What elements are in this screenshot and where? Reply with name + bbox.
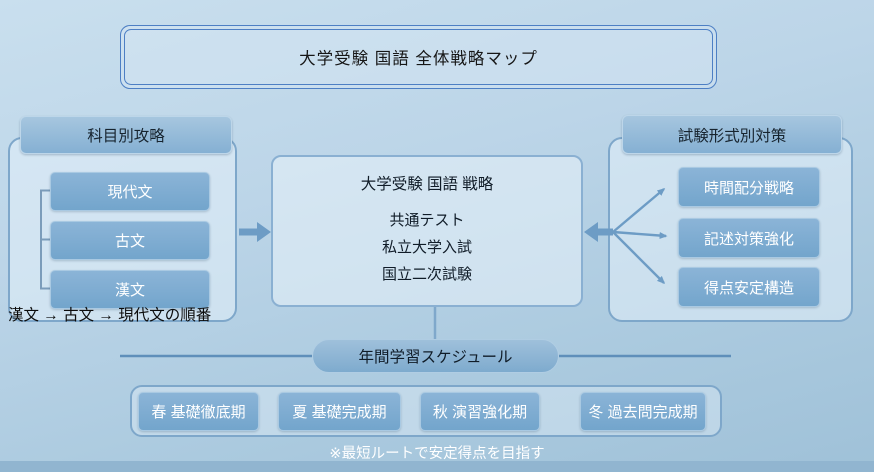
map-title: 大学受験 国語 全体戦略マップ xyxy=(120,25,717,89)
phase-label: 秋 演習強化期 xyxy=(432,404,528,421)
phase-summer: 夏 基礎完成期 xyxy=(278,392,401,431)
exam-format-section-header-label: 試験形式別対策 xyxy=(677,127,787,145)
exam-format-section-header: 試験形式別対策 xyxy=(622,115,842,154)
format-item-label: 記述対策強化 xyxy=(703,230,794,248)
phase-spring: 春 基礎徹底期 xyxy=(138,392,259,431)
study-order-note: 漢文 → 古文 → 現代文の順番 xyxy=(8,307,212,324)
format-item-written-answer: 記述対策強化 xyxy=(678,218,820,258)
map-title-label: 大学受験 国語 全体戦略マップ xyxy=(299,50,538,68)
subject-item-classical-japanese: 古文 xyxy=(50,221,210,260)
subject-item-kanbun: 漢文 xyxy=(50,270,210,309)
subject-item-label: 古文 xyxy=(114,233,145,250)
format-item-time-allocation: 時間配分戦略 xyxy=(678,167,820,207)
annual-schedule-label: 年間学習スケジュール xyxy=(358,349,513,366)
exam-type-common-test: 共通テスト xyxy=(389,212,465,229)
central-strategy-title: 大学受験 国語 戦略 xyxy=(360,176,494,193)
exam-type-national-secondary: 国立二次試験 xyxy=(381,266,472,283)
subject-item-label: 漢文 xyxy=(114,282,145,299)
footer-strip xyxy=(0,461,874,472)
arrow-left-to-center-icon xyxy=(239,222,271,242)
phase-label: 冬 過去問完成期 xyxy=(588,404,698,421)
exam-type-private-university: 私立大学入試 xyxy=(381,239,472,256)
footer-note: ※最短ルートで安定得点を目指す xyxy=(329,446,545,462)
exam-types-list: 共通テスト 私立大学入試 国立二次試験 xyxy=(273,207,581,288)
subject-section-header-label: 科目別攻略 xyxy=(87,128,165,145)
central-strategy-box: 大学受験 国語 戦略 共通テスト 私立大学入試 国立二次試験 xyxy=(271,155,583,307)
format-item-label: 得点安定構造 xyxy=(703,279,794,297)
phase-label: 春 基礎徹底期 xyxy=(151,404,246,421)
phase-label: 夏 基礎完成期 xyxy=(292,404,387,421)
annual-schedule-pill: 年間学習スケジュール xyxy=(312,339,559,373)
subject-item-label: 現代文 xyxy=(107,184,153,201)
subject-item-modern-japanese: 現代文 xyxy=(50,172,210,211)
format-item-score-stability: 得点安定構造 xyxy=(678,267,820,307)
phase-autumn: 秋 演習強化期 xyxy=(420,392,540,431)
subject-section-header: 科目別攻略 xyxy=(20,116,232,154)
phase-winter: 冬 過去問完成期 xyxy=(580,392,706,431)
format-item-label: 時間配分戦略 xyxy=(703,179,794,197)
